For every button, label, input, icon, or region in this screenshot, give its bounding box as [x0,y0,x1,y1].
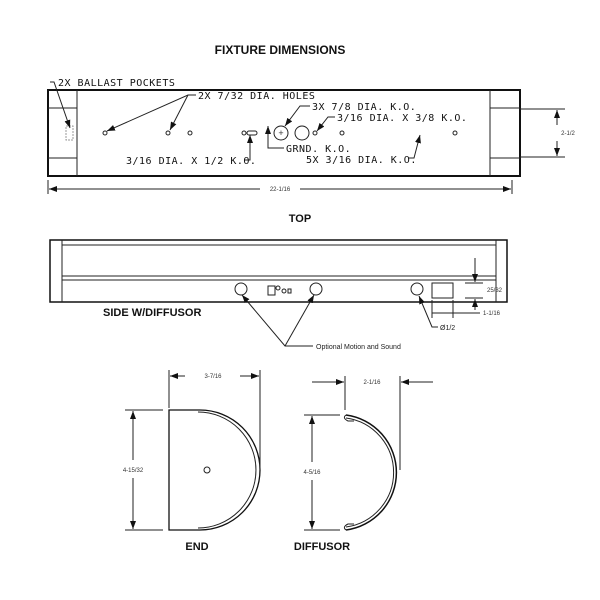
dim-length: 22-1/16 [270,187,291,193]
knockout-holes: + [102,125,458,141]
diffusor-dim-height: 4-5/16 [303,470,321,476]
callout-316x12-ko: 3/16 DIA. X 1/2 K.O. [126,156,256,167]
callout-holes: 2X 7/32 DIA. HOLES [198,91,315,102]
svg-text:+: + [278,128,283,138]
side-view-label: SIDE W/DIFFUSOR [103,307,201,319]
end-dim-height: 4-15/32 [123,468,144,474]
dia-label: Ø1/2 [440,325,455,332]
callout-78-ko: 3X 7/8 DIA. K.O. [312,102,416,113]
diffusor-view: 2-1/16 4-5/16 [303,376,433,531]
end-view-label: END [185,541,208,553]
top-view: + 2X BALLAST POCKETS 2X 7/32 DIA. HOLES … [47,78,575,194]
diffusor-view-label: DIFFUSOR [294,541,350,553]
diffusor-dim-width: 2-1/16 [363,380,381,386]
dim-25-32: 25/32 [487,288,503,294]
drawing-title: FIXTURE DIMENSIONS [215,43,346,57]
dim-height-2-1-2: 2-1/2 [561,131,575,137]
callout-ballast-pockets: 2X BALLAST POCKETS [58,78,175,89]
side-view: 25/32 1-1/16 Ø1/2 Optional Motion and So… [49,239,508,351]
dim-1-1-16: 1-1/16 [483,311,501,317]
callout-grnd-ko: GRND. K.O. [286,144,351,155]
end-dim-width: 3-7/16 [204,374,222,380]
optional-motion-note: Optional Motion and Sound [316,344,401,351]
callout-316-ko: 5X 3/16 DIA. K.O. [306,155,417,166]
end-view: 3-7/16 4-15/32 [123,370,261,531]
top-view-label: TOP [289,213,311,225]
callout-316x38-ko: 3/16 DIA. X 3/8 K.O. [337,113,467,124]
